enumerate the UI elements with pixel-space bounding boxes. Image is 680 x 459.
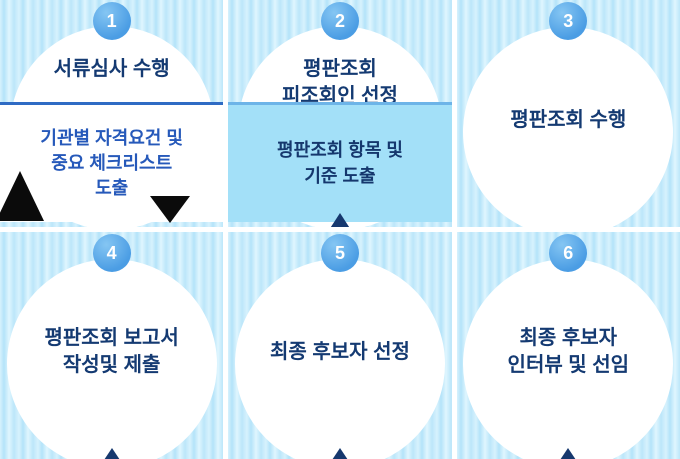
step-4-title: 평판조회 보고서 작성및 제출 bbox=[44, 327, 179, 376]
step-2-cell: 2 평판조회 피조회인 선정 평판조회 항목 및 기준 도출 bbox=[228, 0, 452, 227]
step-1-cell: 1 서류심사 수행 기관별 자격요건 및 중요 체크리스트 도출 bbox=[0, 0, 224, 227]
step-3-circle: 평판조회 수행 bbox=[463, 27, 674, 227]
step-3-number-badge: 3 bbox=[549, 2, 588, 40]
down-arrow-icon bbox=[323, 448, 356, 459]
step-5-circle: 최종 후보자 선정 bbox=[234, 259, 445, 459]
step-6-number-badge: 6 bbox=[549, 234, 588, 272]
step-6-cell: 6 최종 후보자 인터뷰 및 선임 bbox=[456, 232, 680, 459]
step-number: 1 bbox=[106, 10, 117, 31]
down-arrow-icon bbox=[326, 213, 353, 227]
fold-triangle-icon bbox=[0, 171, 44, 221]
step-number: 2 bbox=[334, 10, 345, 31]
step-number: 4 bbox=[106, 242, 117, 263]
step-5-title: 최종 후보자 선정 bbox=[270, 340, 410, 363]
step-2-number-badge: 2 bbox=[320, 2, 359, 40]
step-1-banner-text: 기관별 자격요건 및 중요 체크리스트 도출 bbox=[40, 127, 183, 199]
step-2-banner: 평판조회 항목 및 기준 도출 bbox=[228, 102, 452, 222]
down-arrow-icon bbox=[150, 196, 190, 223]
step-4-cell: 4 평판조회 보고서 작성및 제출 bbox=[0, 232, 224, 459]
step-3-title: 평판조회 수행 bbox=[510, 108, 627, 131]
step-2-title: 평판조회 피조회인 선정 bbox=[282, 58, 398, 107]
step-1-title: 서류심사 수행 bbox=[53, 58, 170, 80]
step-1-number-badge: 1 bbox=[92, 2, 131, 40]
step-6-title: 최종 후보자 인터뷰 및 선임 bbox=[507, 327, 630, 376]
step-5-number-badge: 5 bbox=[320, 234, 359, 272]
step-number: 6 bbox=[563, 242, 574, 263]
down-arrow-icon bbox=[552, 448, 585, 459]
step-number: 5 bbox=[334, 242, 345, 263]
step-4-number-badge: 4 bbox=[92, 234, 131, 272]
step-2-banner-text: 평판조회 항목 및 기준 도출 bbox=[277, 140, 403, 186]
step-5-cell: 5 최종 후보자 선정 bbox=[228, 232, 452, 459]
step-4-circle: 평판조회 보고서 작성및 제출 bbox=[6, 259, 217, 459]
step-6-circle: 최종 후보자 인터뷰 및 선임 bbox=[463, 259, 674, 459]
step-number: 3 bbox=[563, 10, 574, 31]
down-arrow-icon bbox=[95, 448, 128, 459]
step-3-cell: 3 평판조회 수행 bbox=[456, 0, 680, 227]
